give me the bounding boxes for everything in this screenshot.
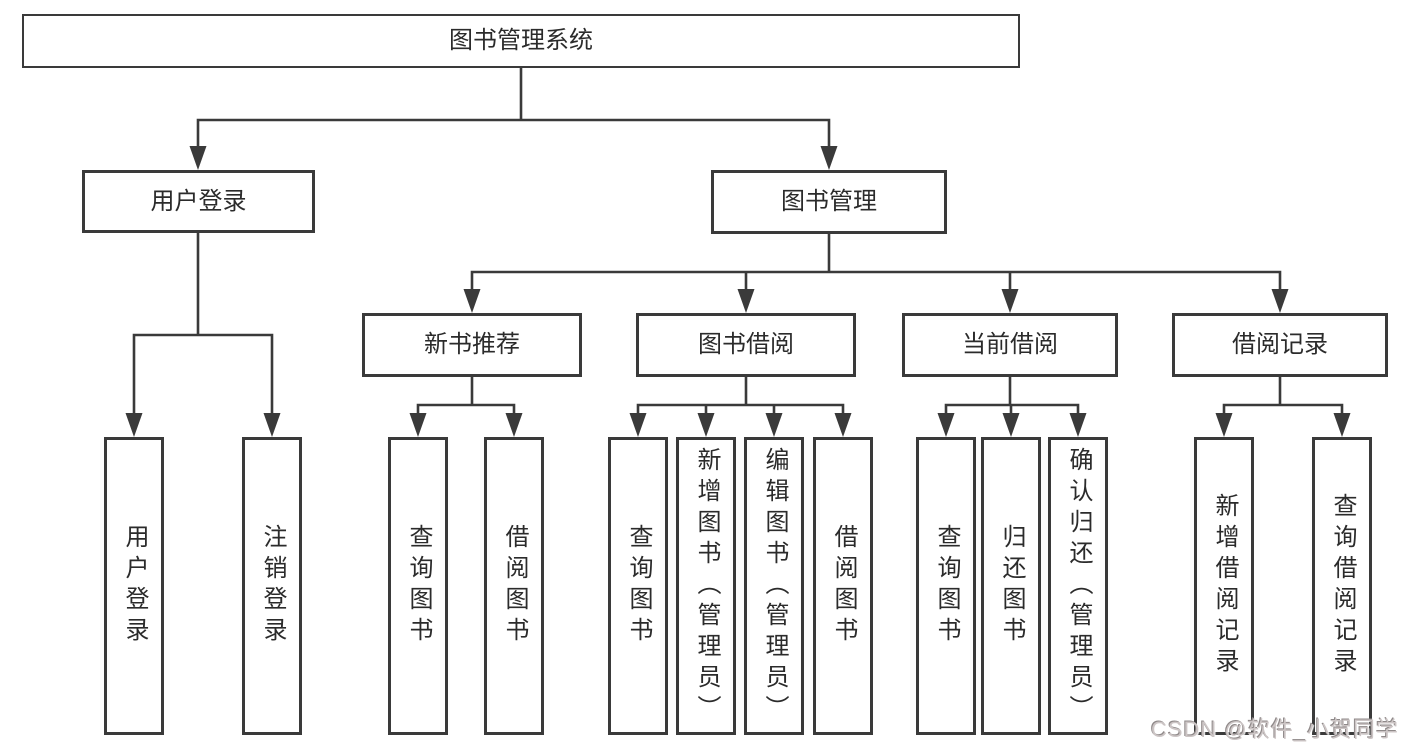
leaf-query-books-borrow: 查询图书 (608, 437, 668, 735)
leaf-logout: 注销登录 (242, 437, 302, 735)
arrowheads (125, 146, 1351, 437)
leaf-add-borrow-record: 新增借阅记录 (1194, 437, 1254, 735)
leaf-borrow-books-label: 借阅图书 (830, 524, 857, 648)
node-new-book-recommend-label: 新书推荐 (424, 331, 520, 358)
node-current-borrowing-label: 当前借阅 (962, 331, 1058, 358)
leaf-query-borrow-record: 查询借阅记录 (1312, 437, 1372, 735)
arrowhead (189, 146, 207, 170)
arrowhead (1271, 289, 1289, 313)
leaf-query-books-current: 查询图书 (916, 437, 976, 735)
arrowhead (697, 413, 715, 437)
leaf-query-books-recommend-label: 查询图书 (405, 524, 432, 648)
arrowhead (737, 289, 755, 313)
connector-paths (132, 68, 1344, 415)
arrowhead (834, 413, 852, 437)
leaf-query-books-current-label: 查询图书 (933, 524, 960, 648)
arrowhead (1333, 413, 1351, 437)
arrowhead (1002, 413, 1020, 437)
arrowhead (125, 413, 143, 437)
leaf-return-books: 归还图书 (981, 437, 1041, 735)
leaf-add-books-admin: 新增图书（管理员） (676, 437, 736, 735)
node-book-management-label: 图书管理 (781, 188, 877, 215)
leaf-user-login-label: 用户登录 (121, 524, 148, 648)
leaf-return-books-label: 归还图书 (998, 524, 1025, 648)
leaf-borrow-books: 借阅图书 (813, 437, 873, 735)
leaf-add-books-admin-label: 新增图书（管理员） (693, 446, 720, 726)
node-book-management: 图书管理 (711, 170, 947, 234)
arrowhead (263, 413, 281, 437)
node-borrowing-records-label: 借阅记录 (1232, 331, 1328, 358)
leaf-query-borrow-record-label: 查询借阅记录 (1329, 493, 1356, 679)
leaf-query-books-borrow-label: 查询图书 (625, 524, 652, 648)
arrowhead (1215, 413, 1233, 437)
arrowhead (1001, 289, 1019, 313)
node-current-borrowing: 当前借阅 (902, 313, 1118, 377)
arrowhead (937, 413, 955, 437)
node-book-borrowing: 图书借阅 (636, 313, 856, 377)
leaf-add-borrow-record-label: 新增借阅记录 (1211, 493, 1238, 679)
arrowhead (629, 413, 647, 437)
leaf-confirm-return-admin-label: 确认归还（管理员） (1065, 446, 1092, 726)
arrowhead (765, 413, 783, 437)
arrowhead (409, 413, 427, 437)
arrowhead (820, 146, 838, 170)
node-user-login-branch-label: 用户登录 (150, 187, 247, 215)
node-book-borrowing-label: 图书借阅 (698, 331, 794, 358)
node-root-label: 图书管理系统 (449, 27, 593, 54)
leaf-edit-books-admin-label: 编辑图书（管理员） (761, 446, 788, 726)
leaf-confirm-return-admin: 确认归还（管理员） (1048, 437, 1108, 735)
arrowhead (463, 289, 481, 313)
leaf-user-login: 用户登录 (104, 437, 164, 735)
node-borrowing-records: 借阅记录 (1172, 313, 1388, 377)
leaf-borrow-books-recommend: 借阅图书 (484, 437, 544, 735)
leaf-logout-label: 注销登录 (259, 524, 286, 648)
node-user-login-branch: 用户登录 (82, 170, 315, 233)
node-root: 图书管理系统 (22, 14, 1020, 68)
arrowhead (505, 413, 523, 437)
node-new-book-recommend: 新书推荐 (362, 313, 582, 377)
leaf-query-books-recommend: 查询图书 (388, 437, 448, 735)
arrowhead (1069, 413, 1087, 437)
leaf-borrow-books-recommend-label: 借阅图书 (501, 524, 528, 648)
leaf-edit-books-admin: 编辑图书（管理员） (744, 437, 804, 735)
